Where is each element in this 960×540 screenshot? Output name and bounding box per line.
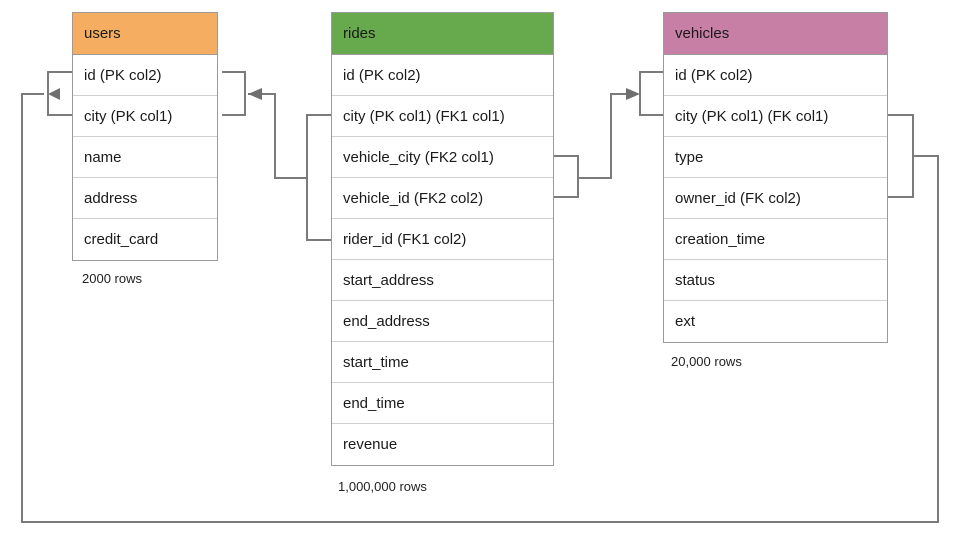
table-vehicles-column-id[interactable]: id (PK col2) — [664, 55, 887, 96]
table-users[interactable]: users id (PK col2) city (PK col1) name a… — [72, 12, 218, 261]
table-rides-column-end-time[interactable]: end_time — [332, 383, 553, 424]
table-vehicles-column-city[interactable]: city (PK col1) (FK col1) — [664, 96, 887, 137]
table-vehicles[interactable]: vehicles id (PK col2) city (PK col1) (FK… — [663, 12, 888, 343]
table-rides-column-start-time[interactable]: start_time — [332, 342, 553, 383]
table-users-column-city[interactable]: city (PK col1) — [73, 96, 217, 137]
connector-fk2-rides-vehicles-run — [578, 93, 636, 179]
connector-fk1-rides-users-run — [248, 93, 307, 179]
table-vehicles-column-status[interactable]: status — [664, 260, 887, 301]
table-rides-header: rides — [332, 13, 553, 55]
table-rides-row-count: 1,000,000 rows — [338, 479, 427, 494]
connector-users-right-bracket — [222, 71, 246, 116]
table-users-header: users — [73, 13, 217, 55]
table-rides-column-start-address[interactable]: start_address — [332, 260, 553, 301]
connector-fk2-rides-bracket — [554, 155, 579, 198]
table-rides-column-revenue[interactable]: revenue — [332, 424, 553, 465]
table-vehicles-column-ext[interactable]: ext — [664, 301, 887, 342]
connector-vehicles-left-bracket — [639, 71, 663, 116]
table-users-column-id[interactable]: id (PK col2) — [73, 55, 217, 96]
arrowhead-into-users-left — [48, 88, 60, 100]
table-rides-column-city[interactable]: city (PK col1) (FK1 col1) — [332, 96, 553, 137]
table-rides-column-vehicle-id[interactable]: vehicle_id (FK2 col2) — [332, 178, 553, 219]
connector-fk-vehicles-users-run — [21, 93, 939, 523]
arrowhead-into-vehicles-left — [626, 88, 640, 100]
table-users-column-address[interactable]: address — [73, 178, 217, 219]
table-users-row-count: 2000 rows — [82, 271, 142, 286]
table-vehicles-row-count: 20,000 rows — [671, 354, 742, 369]
table-vehicles-header: vehicles — [664, 13, 887, 55]
connector-users-left-bracket — [47, 71, 72, 116]
table-rides-column-rider-id[interactable]: rider_id (FK1 col2) — [332, 219, 553, 260]
table-users-column-credit-card[interactable]: credit_card — [73, 219, 217, 260]
table-users-column-name[interactable]: name — [73, 137, 217, 178]
connector-fk-vehicles-users — [888, 114, 914, 198]
table-vehicles-column-type[interactable]: type — [664, 137, 887, 178]
table-vehicles-column-owner-id[interactable]: owner_id (FK col2) — [664, 178, 887, 219]
table-rides-column-end-address[interactable]: end_address — [332, 301, 553, 342]
connector-fk1-rides-bracket — [306, 114, 331, 241]
table-rides[interactable]: rides id (PK col2) city (PK col1) (FK1 c… — [331, 12, 554, 466]
table-rides-column-vehicle-city[interactable]: vehicle_city (FK2 col1) — [332, 137, 553, 178]
arrowhead-into-users-right — [248, 88, 262, 100]
table-rides-column-id[interactable]: id (PK col2) — [332, 55, 553, 96]
table-vehicles-column-creation-time[interactable]: creation_time — [664, 219, 887, 260]
